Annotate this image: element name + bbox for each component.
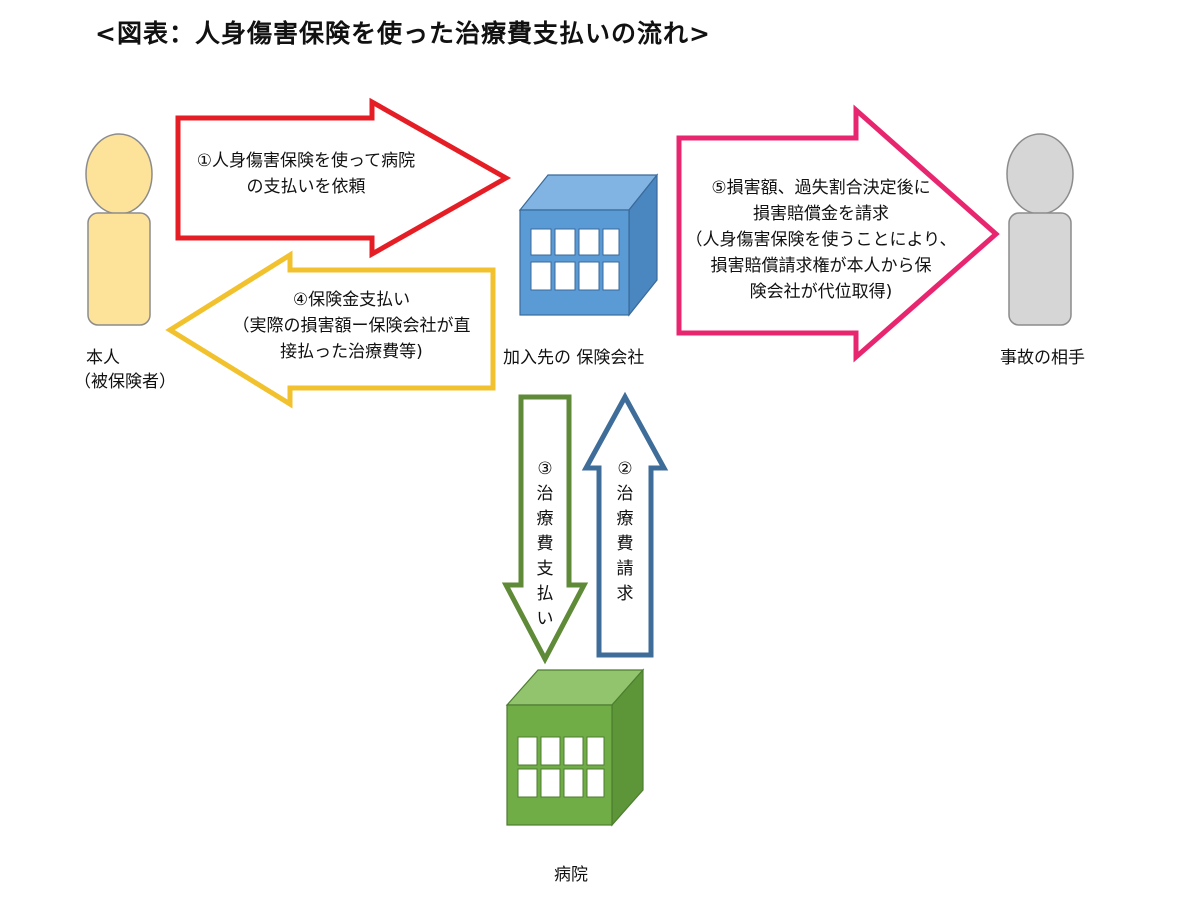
other-party-label: 事故の相手 — [1000, 348, 1085, 368]
self-sublabel: （被保険者） — [74, 372, 176, 392]
person-other-icon — [1006, 133, 1074, 326]
arrow3-char: い — [536, 609, 554, 629]
arrow-request-payment — [175, 97, 512, 259]
arrow-treatment-payment — [501, 394, 589, 665]
arrow4-text: ④保険金支払い （実際の損害額ー保険会社が直 接払った治療費等) — [232, 290, 471, 362]
arrow2-char: 求 — [616, 584, 634, 604]
hospital-label: 病院 — [554, 865, 588, 885]
arrow2-char: 費 — [616, 534, 634, 554]
arrow5-text: ⑤損害額、過失割合決定後に 損害賠償金を請求 （人身傷害保険を使うことにより、 … — [685, 178, 957, 302]
arrow3-char: 支 — [536, 559, 554, 579]
arrow2-char: ② — [617, 459, 633, 479]
arrow-treatment-claim — [581, 391, 669, 658]
insurer-building-icon — [518, 173, 659, 317]
self-label: 本人 — [86, 348, 120, 368]
arrow3-char: ③ — [537, 459, 553, 479]
arrow3-char: 払 — [536, 584, 554, 604]
insurer-label: 加入先の 保険会社 — [503, 348, 645, 368]
arrow2-char: 療 — [616, 509, 634, 529]
arrow2-char: 治 — [616, 484, 634, 504]
person-self-icon — [85, 133, 153, 326]
arrow2-char: 請 — [616, 559, 634, 579]
arrow3-char: 費 — [536, 534, 554, 554]
diagram-title: <図表：人身傷害保険を使った治療費支払いの流れ> — [95, 19, 711, 48]
arrow3-char: 治 — [536, 484, 554, 504]
arrow2-text: ② 治療費請求 — [613, 457, 637, 607]
arrow-damage-claim — [676, 104, 1000, 363]
arrow3-char: 療 — [536, 509, 554, 529]
arrow3-text: ③ 治療費支払い — [533, 457, 557, 632]
arrow1-text: ①人身傷害保険を使って病院 の支払いを依頼 — [196, 151, 416, 197]
arrow-insurance-payout — [165, 250, 496, 409]
hospital-building-icon — [505, 668, 645, 827]
